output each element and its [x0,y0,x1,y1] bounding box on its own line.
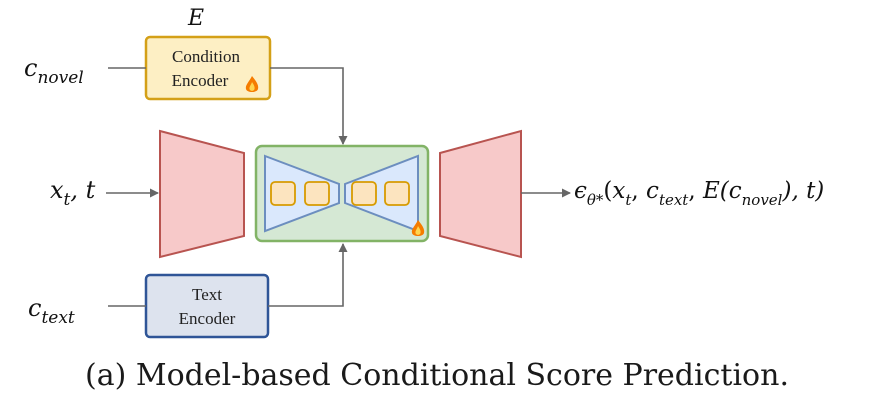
condition-to-unet-arrow [270,67,348,145]
text-encoder-line2: Encoder [179,309,236,328]
right-trapezoid [439,129,522,259]
output-expression: ϵθ*(xt, ctext, E(cnovel), t) [574,178,824,209]
unet-block-3 [351,181,377,206]
condition-encoder-line2: Encoder [172,71,229,90]
condition-encoder-line1: Condition [172,47,241,66]
left-trapezoid [159,129,245,259]
unet-block-2 [304,181,330,206]
encoder-e-label: E [187,6,204,31]
unet-down-path [264,154,340,233]
text-to-unet-arrow [268,243,348,307]
c-text-label: ctext [28,294,75,328]
unet-block-1 [270,181,296,206]
figure-caption: (a) Model-based Conditional Score Predic… [85,358,789,393]
diagram: cnovel xt, t ctext E Condition Encoder T… [24,6,824,339]
xt-label: xt, t [50,176,96,210]
unet-block-4 [384,181,410,206]
text-encoder-line1: Text [192,285,222,304]
c-novel-label: cnovel [24,54,84,88]
